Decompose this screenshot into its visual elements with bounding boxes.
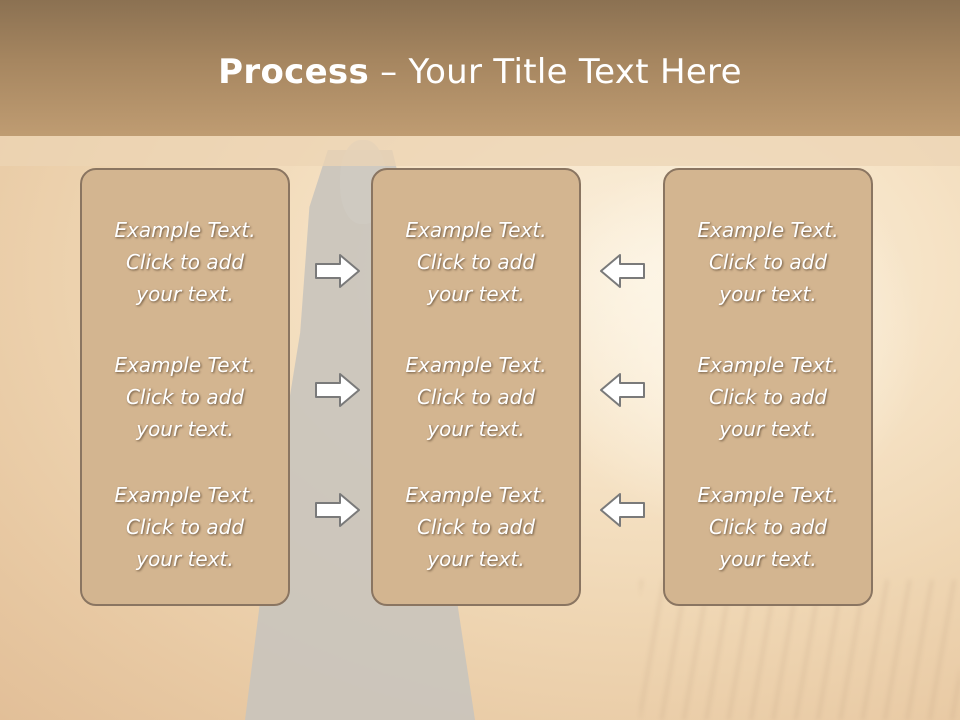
process-box-left[interactable]: Example Text. Click to add your text. Ex… [80,168,290,606]
title-rest: – Your Title Text Here [369,52,742,92]
box-left-text-2[interactable]: Example Text. Click to add your text. [114,353,256,441]
arrow-left-icon [600,254,645,288]
box-center-text-3[interactable]: Example Text. Click to add your text. [405,483,547,571]
process-box-right[interactable]: Example Text. Click to add your text. Ex… [663,168,873,606]
arrow-left-icon [600,493,645,527]
arrow-right-icon [315,254,360,288]
box-right-text-3[interactable]: Example Text. Click to add your text. [697,483,839,571]
box-left-text-1[interactable]: Example Text. Click to add your text. [114,218,256,306]
box-left-text-3[interactable]: Example Text. Click to add your text. [114,483,256,571]
process-box-center[interactable]: Example Text. Click to add your text. Ex… [371,168,581,606]
arrow-left-icon [600,373,645,407]
slide-title[interactable]: Process – Your Title Text Here [0,52,960,92]
title-strip [0,136,960,166]
box-center-text-2[interactable]: Example Text. Click to add your text. [405,353,547,441]
arrow-right-icon [315,373,360,407]
title-bar [0,0,960,136]
arrow-right-icon [315,493,360,527]
title-bold: Process [218,52,370,92]
box-right-text-2[interactable]: Example Text. Click to add your text. [697,353,839,441]
box-right-text-1[interactable]: Example Text. Click to add your text. [697,218,839,306]
box-center-text-1[interactable]: Example Text. Click to add your text. [405,218,547,306]
